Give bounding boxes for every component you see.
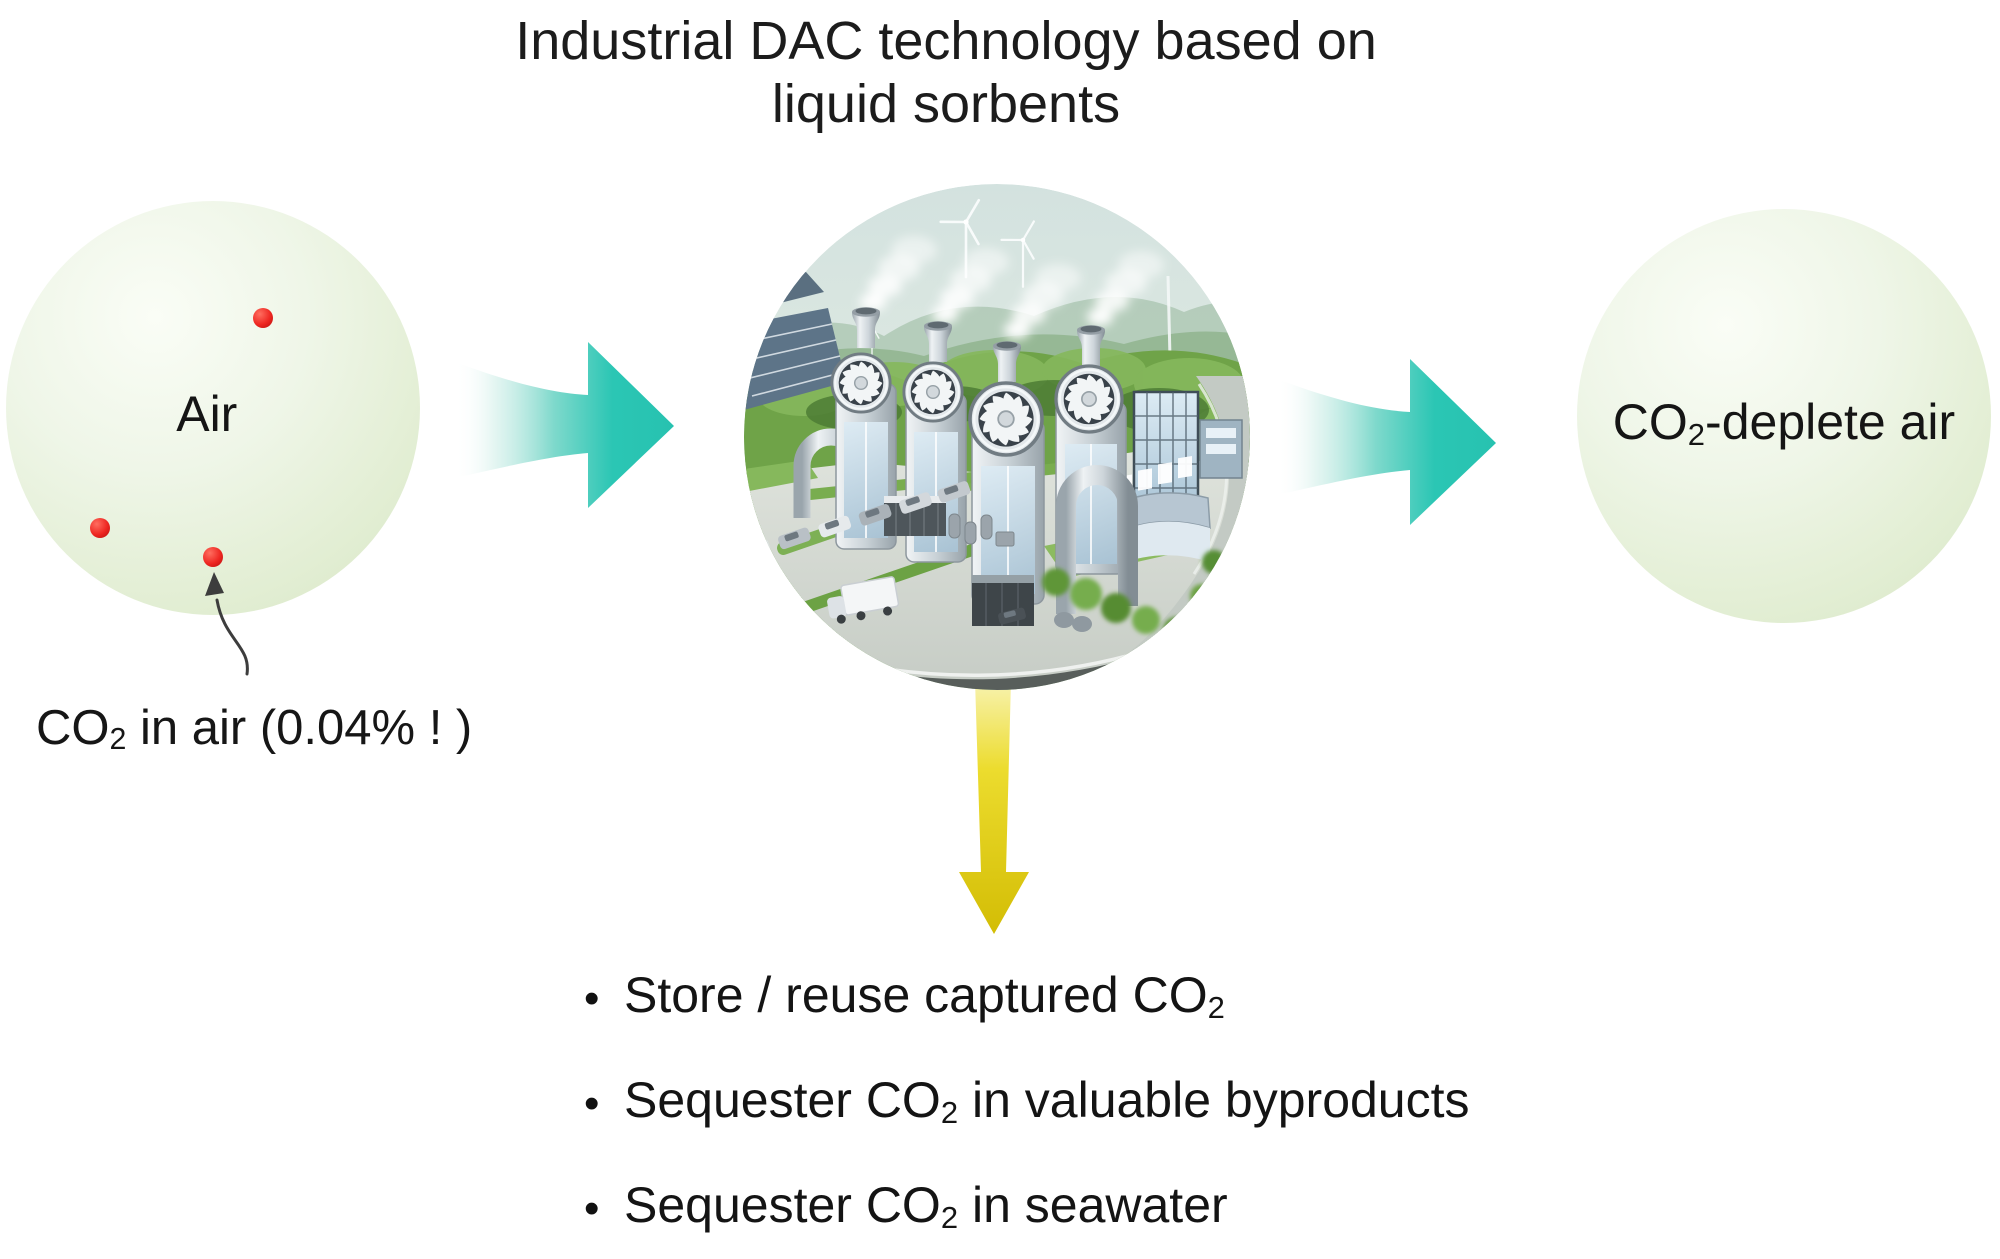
title-line-2: liquid sorbents — [771, 74, 1121, 134]
air-sphere: Air — [6, 201, 420, 615]
yellow-arrow-shape — [959, 680, 1029, 934]
page-title: Industrial DAC technology based on liqui… — [515, 10, 1377, 136]
bullet-1-subscript: 2 — [1207, 989, 1225, 1025]
outcome-list: • Store / reuse captured CO2 • Sequester… — [584, 966, 1470, 1241]
list-item: • Store / reuse captured CO2 — [584, 966, 1470, 1031]
bullet-3-prefix: Sequester CO — [624, 1177, 941, 1233]
annot-subscript: 2 — [109, 722, 127, 757]
fan-tower-1 — [830, 307, 897, 550]
deplete-suffix: -deplete air — [1705, 394, 1956, 451]
list-item: • Sequester CO2 in seawater — [584, 1176, 1470, 1241]
bullet-2-subscript: 2 — [940, 1094, 959, 1130]
bullet-3-suffix: in seawater — [958, 1177, 1228, 1233]
deplete-air-label: CO2-deplete air — [1612, 393, 1956, 452]
deplete-prefix: CO — [1612, 394, 1688, 451]
bullet-text: Sequester CO2 in seawater — [624, 1176, 1228, 1241]
box-truck — [827, 576, 900, 624]
teal-arrow-shape — [1277, 359, 1496, 525]
arrow-air-to-plant — [455, 342, 674, 508]
pointer-arrowhead — [205, 572, 224, 596]
co2-molecule-dot — [90, 518, 110, 538]
glass-building — [1132, 390, 1243, 514]
co2-in-air-label: CO2 in air (0.04% ! ) — [36, 700, 472, 756]
bullet-2-prefix: Sequester CO — [624, 1072, 941, 1128]
pipe-arch-right — [1056, 465, 1138, 614]
bullet-1-prefix: Store / reuse captured CO — [624, 967, 1208, 1023]
annot-prefix: CO — [36, 701, 110, 755]
co2-deplete-air-sphere: CO2-deplete air — [1577, 209, 1991, 623]
bullet-text: Store / reuse captured CO2 — [624, 966, 1225, 1031]
bullet-icon: • — [584, 1183, 600, 1233]
bullet-text: Sequester CO2 in valuable byproducts — [624, 1071, 1470, 1136]
dac-plant-illustration — [744, 184, 1250, 690]
fan-tower-3 — [968, 341, 1045, 605]
bushes — [1042, 550, 1226, 643]
co2-pointer-arrow — [205, 572, 249, 676]
bullet-2-suffix: in valuable byproducts — [958, 1072, 1470, 1128]
dac-plant-image — [744, 184, 1250, 690]
bullet-3-subscript: 2 — [940, 1199, 959, 1235]
title-line-1: Industrial DAC technology based on — [515, 11, 1377, 71]
list-item: • Sequester CO2 in valuable byproducts — [584, 1071, 1470, 1136]
annot-suffix: in air (0.04% ! ) — [126, 701, 473, 755]
bullet-icon: • — [584, 1078, 600, 1128]
air-sphere-label: Air — [176, 386, 238, 443]
pointer-curve — [215, 598, 249, 676]
deplete-subscript: 2 — [1687, 416, 1706, 452]
arrow-plant-to-depleted-air — [1277, 359, 1496, 525]
co2-molecule-dot — [253, 308, 273, 328]
co2-molecule-dot — [203, 547, 223, 567]
arrow-captured-co2-down — [959, 680, 1029, 934]
bullet-icon: • — [584, 973, 600, 1023]
teal-arrow-shape — [455, 342, 674, 508]
